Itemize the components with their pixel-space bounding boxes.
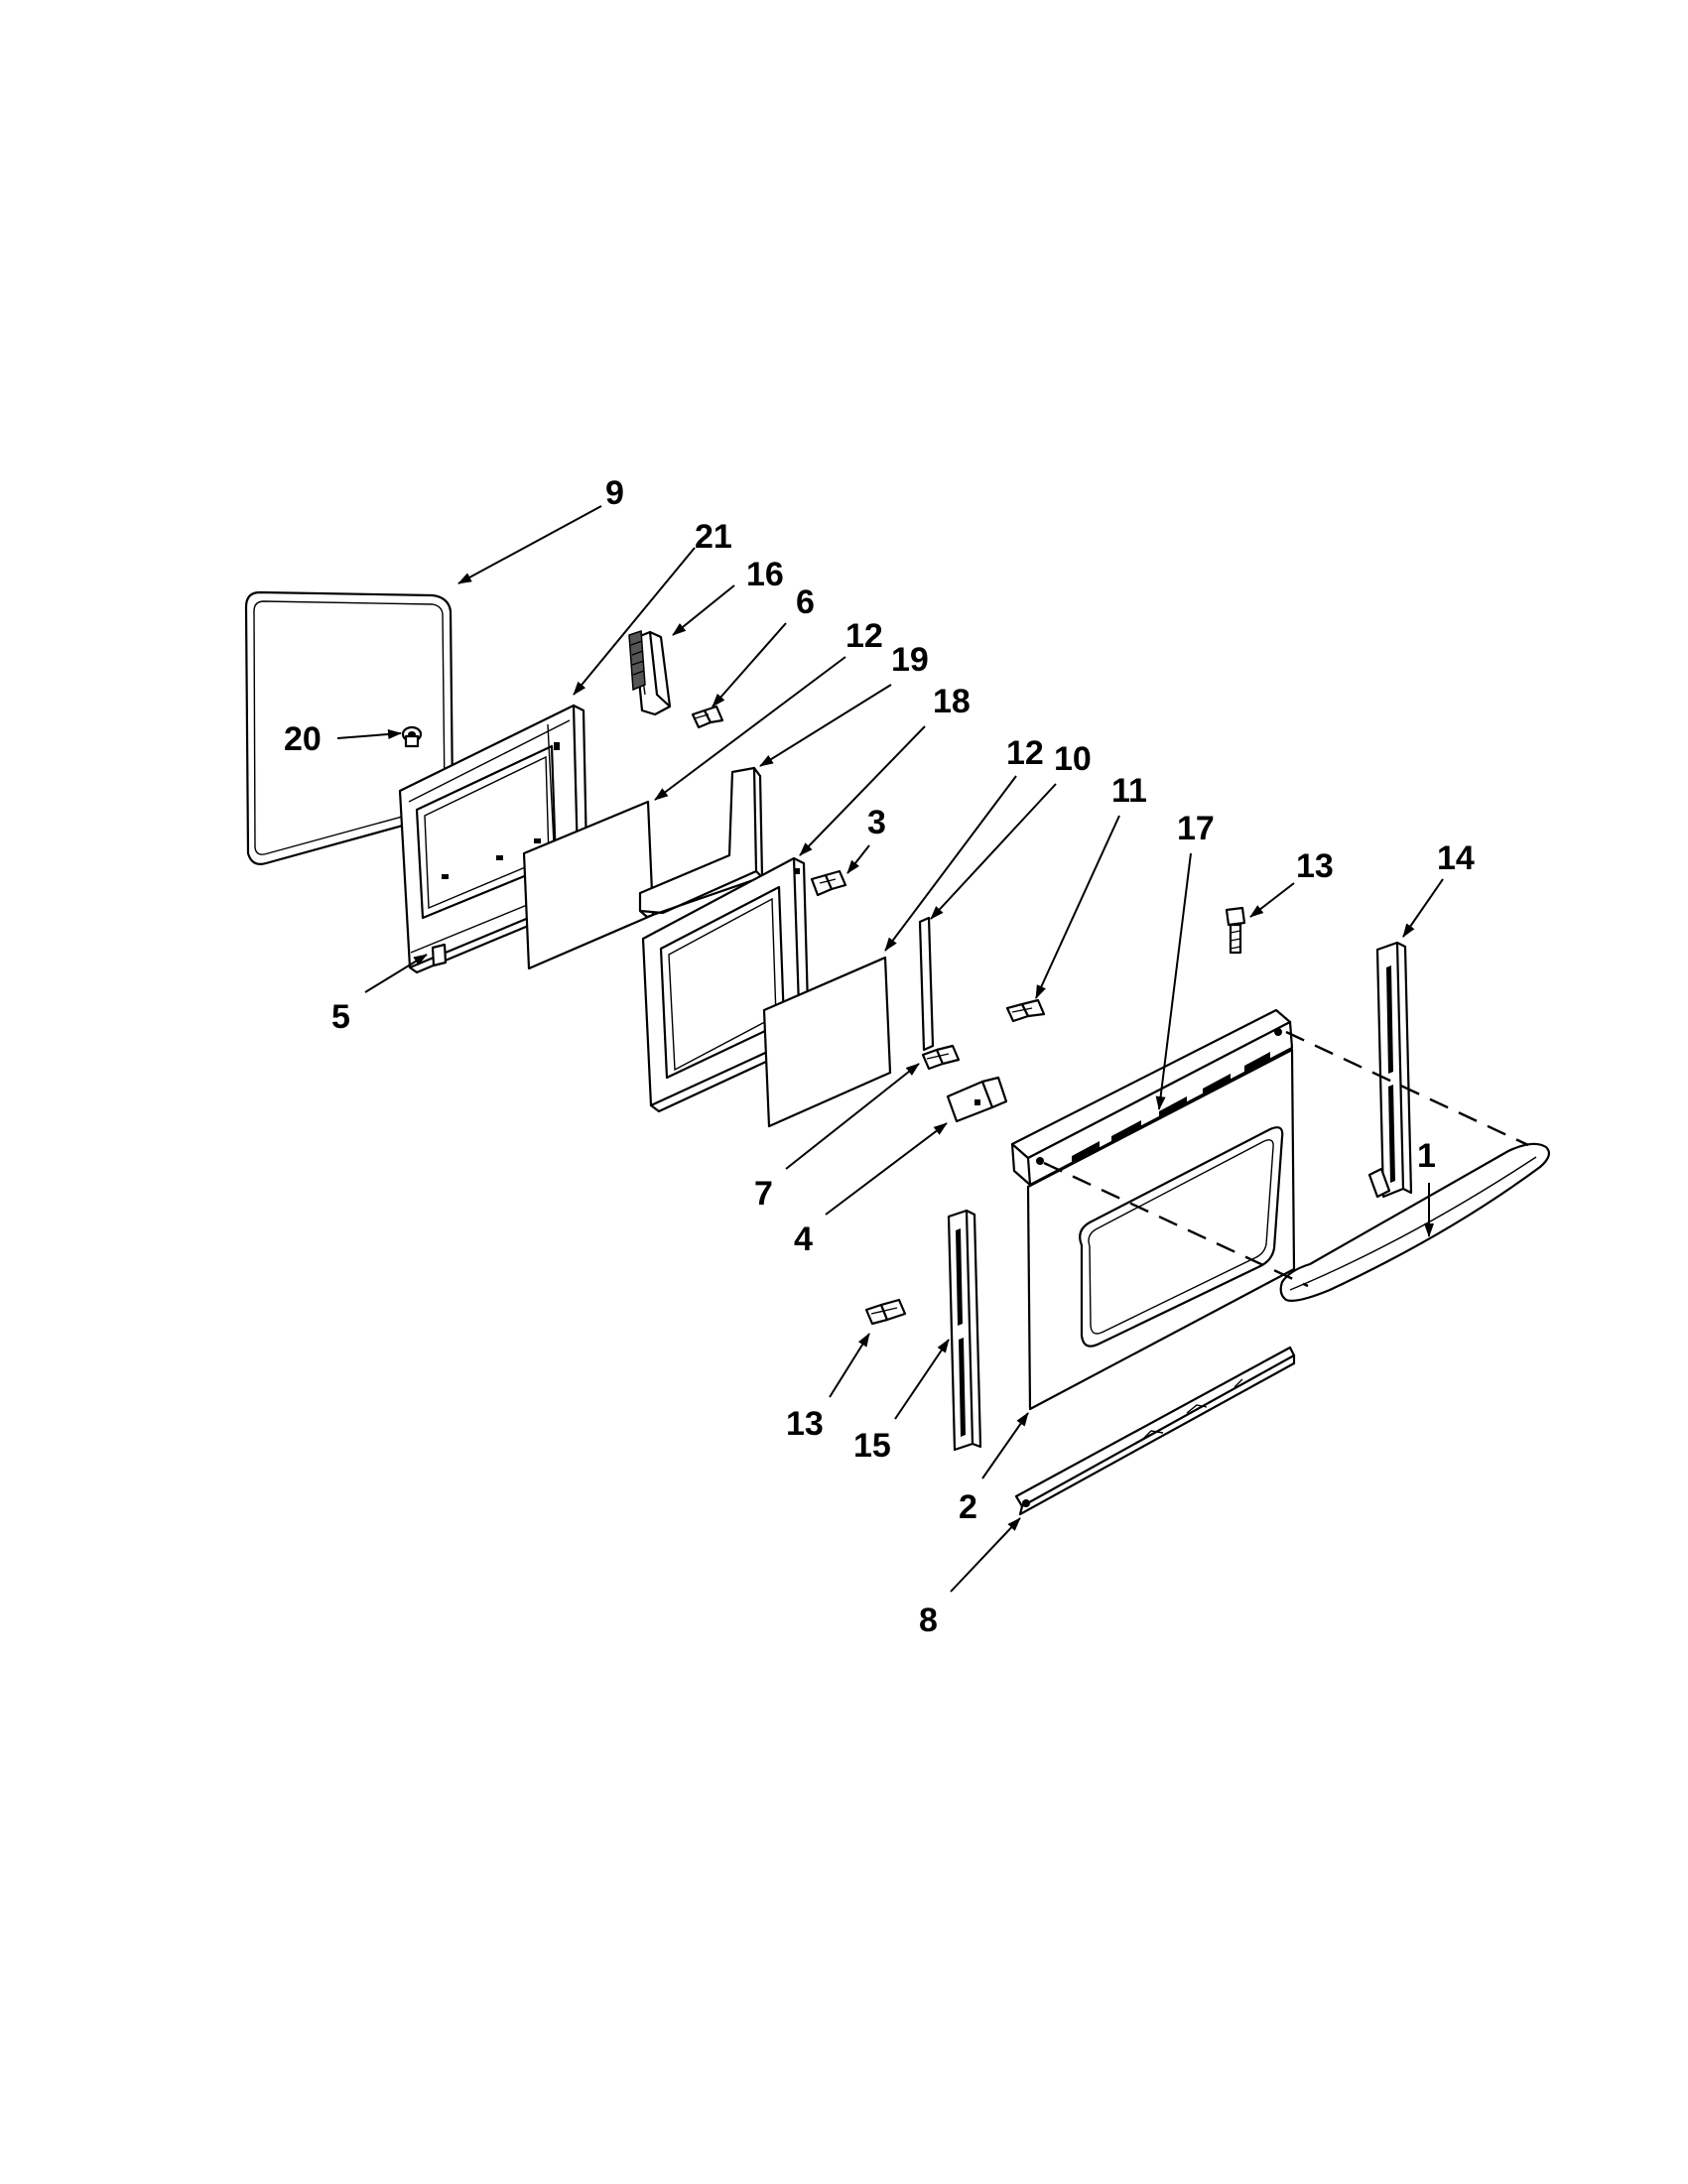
leader-5 bbox=[364, 954, 428, 993]
callout-3: 3 bbox=[867, 804, 886, 841]
part-screw-7 bbox=[921, 1044, 961, 1071]
part-bracket bbox=[946, 1076, 1008, 1123]
callout-20: 20 bbox=[284, 720, 322, 758]
leader-7 bbox=[785, 1063, 920, 1170]
callout-15: 15 bbox=[853, 1427, 891, 1465]
leader-12b bbox=[884, 775, 1017, 952]
part-screw-13-top bbox=[1225, 906, 1246, 955]
part-door-handle bbox=[1279, 1142, 1550, 1302]
assembly-line bbox=[1043, 1161, 1309, 1288]
part-screw-13-bottom bbox=[864, 1298, 907, 1326]
callout-21: 21 bbox=[695, 518, 732, 556]
leader-20 bbox=[336, 729, 402, 739]
leader-9 bbox=[457, 505, 602, 584]
part-glass-pane-b bbox=[762, 956, 892, 1128]
callout-7: 7 bbox=[754, 1175, 773, 1213]
leader-4 bbox=[825, 1122, 948, 1216]
part-side-trim-right bbox=[1367, 941, 1413, 1199]
leader-2 bbox=[981, 1412, 1029, 1479]
leader-19 bbox=[759, 684, 892, 767]
callout-11: 11 bbox=[1111, 772, 1147, 810]
leader-17 bbox=[1155, 852, 1192, 1110]
part-outer-door bbox=[1026, 1048, 1296, 1411]
part-insulation bbox=[638, 766, 764, 919]
callout-16: 16 bbox=[746, 556, 784, 593]
leader-11 bbox=[1035, 815, 1120, 999]
part-bottom-rail bbox=[1014, 1346, 1296, 1516]
leader-14 bbox=[1402, 878, 1444, 938]
part-screw-6 bbox=[691, 705, 724, 729]
leader-21 bbox=[573, 547, 696, 696]
leader-13b bbox=[829, 1333, 870, 1398]
leader-16 bbox=[672, 584, 735, 636]
callout-19: 19 bbox=[891, 641, 929, 679]
leader-3 bbox=[846, 844, 870, 874]
callout-17: 17 bbox=[1177, 810, 1215, 847]
callout-13b: 13 bbox=[786, 1405, 824, 1443]
callout-12b: 12 bbox=[1006, 734, 1044, 772]
callout-5: 5 bbox=[331, 998, 350, 1036]
callout-8: 8 bbox=[919, 1602, 938, 1639]
part-side-trim-left bbox=[947, 1209, 982, 1452]
leader-13a bbox=[1249, 882, 1295, 918]
callout-18: 18 bbox=[933, 683, 971, 720]
callout-2: 2 bbox=[959, 1488, 977, 1526]
callout-4: 4 bbox=[794, 1220, 813, 1258]
leader-15 bbox=[894, 1339, 950, 1420]
part-bumper bbox=[401, 725, 423, 748]
part-screw-3 bbox=[810, 869, 847, 897]
leader-10 bbox=[930, 783, 1057, 920]
callout-14: 14 bbox=[1437, 839, 1475, 877]
leader-18 bbox=[799, 725, 926, 856]
part-clip bbox=[431, 943, 448, 967]
callout-9: 9 bbox=[605, 474, 624, 512]
part-screw-11 bbox=[1005, 998, 1046, 1023]
leader-8 bbox=[950, 1517, 1021, 1593]
callout-6: 6 bbox=[796, 583, 815, 621]
callout-10: 10 bbox=[1054, 740, 1092, 778]
callout-1: 1 bbox=[1417, 1137, 1436, 1175]
assembly-line-upper bbox=[1285, 1030, 1529, 1147]
leader-12a bbox=[654, 656, 846, 801]
leader-6 bbox=[712, 622, 787, 707]
callout-12a: 12 bbox=[845, 617, 883, 655]
part-strip bbox=[918, 916, 935, 1052]
part-hinge bbox=[628, 629, 672, 716]
callout-13a: 13 bbox=[1296, 847, 1334, 885]
